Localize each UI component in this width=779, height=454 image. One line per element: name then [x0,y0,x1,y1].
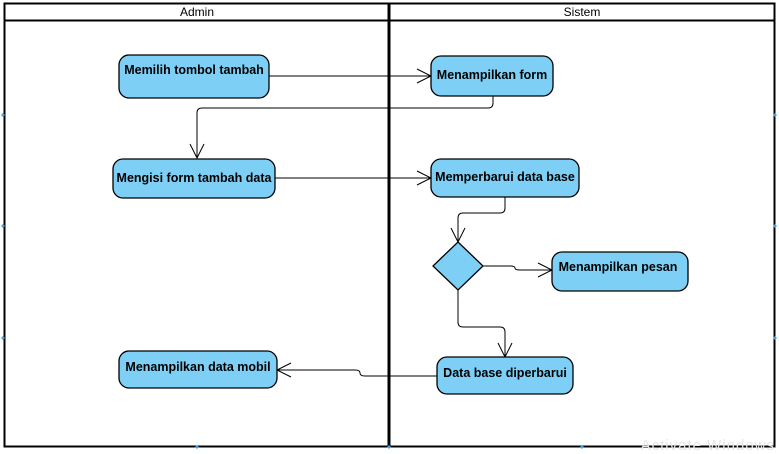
watermark-text: Activate Windows [640,437,775,454]
flow-perbarui-to-decision [457,197,506,242]
activity-node-isi-form: Mengisi form tambah data [112,158,276,199]
handle-left-1 [1,113,5,117]
node-label-db-diperbarui: Data base diperbarui [443,366,567,380]
node-label-tampil-data: Menampilkan data mobil [125,360,270,374]
flow-decision-to-diperbarui [457,290,506,357]
edge-handles [1,113,777,449]
handle-left-2 [1,224,5,228]
flow-form-to-isi [196,96,494,158]
handle-bottom-2 [387,445,391,449]
node-label-tampil-form: Menampilkan form [437,68,547,82]
activity-node-db-diperbarui: Data base diperbarui [436,356,574,395]
node-label-pilih-tombol: Memilih tombol tambah [124,63,264,77]
node-label-perbarui-db: Memperbarui data base [435,170,575,184]
handle-right-2 [773,224,777,228]
node-label-tampil-pesan: Menampilkan pesan [559,260,678,274]
handle-bottom-3 [580,445,584,449]
lane-title-sistem: Sistem [564,5,601,19]
node-label-isi-form: Mengisi form tambah data [117,171,273,185]
handle-right-1 [773,113,777,117]
activity-node-perbarui-db: Memperbarui data base [430,158,580,198]
handle-right-3 [773,336,777,340]
lane-title-admin: Admin [180,5,214,19]
activity-node-tampil-data: Menampilkan data mobil [118,350,278,389]
activity-node-tampil-pesan: Menampilkan pesan [551,251,689,292]
flow-decision-to-pesan [483,265,552,271]
activity-node-tampil-form: Menampilkan form [430,55,554,97]
activity-node-pilih-tombol: Memilih tombol tambah [118,54,270,99]
decision-diamond [432,241,484,291]
flow-diperbarui-to-tampil-data [277,369,437,377]
arrowhead-isi [189,143,205,160]
handle-left-3 [1,336,5,340]
handle-bottom-1 [195,445,199,449]
